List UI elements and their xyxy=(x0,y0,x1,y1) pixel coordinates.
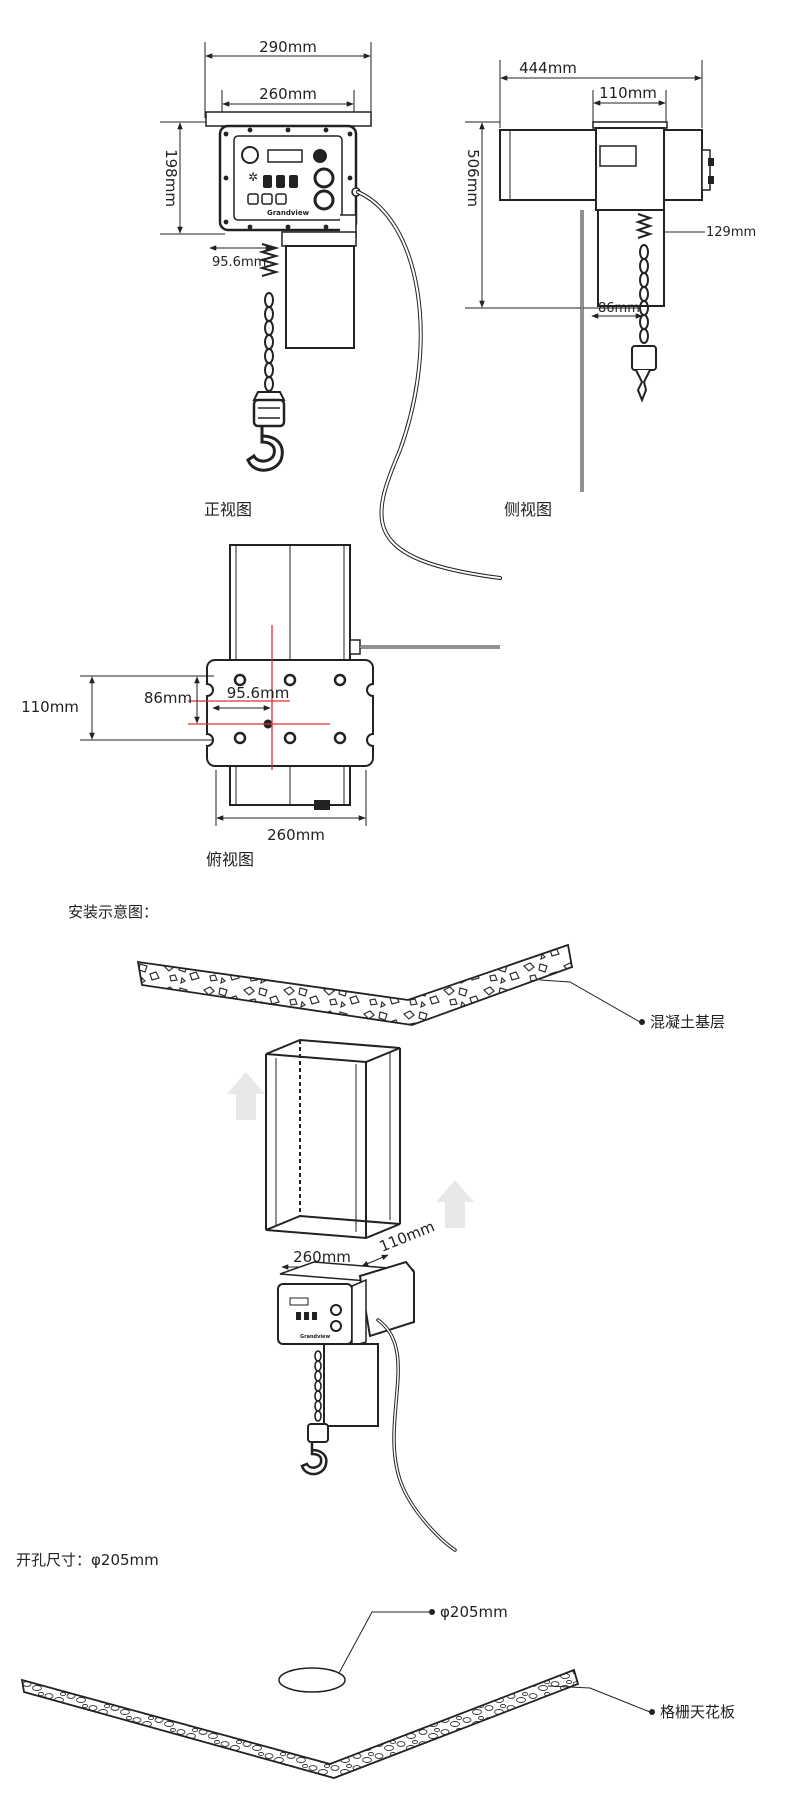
dim-top-left: 110mm xyxy=(21,698,79,716)
installation-frame xyxy=(265,1038,401,1240)
concrete-label: 混凝土基层 xyxy=(650,1013,725,1031)
dim-top-offset: 95.6mm xyxy=(227,684,290,702)
side-hook-icon xyxy=(635,369,651,403)
dim-front-offset: 95.6mm xyxy=(212,255,266,270)
grille-ceiling xyxy=(20,1668,580,1779)
brand-logo: Grandview xyxy=(267,209,310,217)
hole-label: φ205mm xyxy=(440,1603,508,1621)
install-motor xyxy=(323,1343,379,1427)
front-view-caption: 正视图 xyxy=(204,500,252,519)
dim-506: 506mm xyxy=(464,121,640,309)
dim-front-height: 198mm xyxy=(162,149,180,207)
dim-side-hook-offset: 86mm xyxy=(598,301,640,316)
up-arrow-icon xyxy=(436,1180,474,1228)
front-view: 290mm 260mm 198mm ✲ xyxy=(160,38,502,580)
motor-housing xyxy=(285,245,355,349)
ceiling-label: 格栅天花板 xyxy=(660,1703,735,1721)
cutout-section: 开孔尺寸：φ205mm φ205mm 格栅天花板 xyxy=(16,1551,735,1779)
install-hook-icon xyxy=(300,1442,328,1476)
side-view: 444mm 110mm 506mm 129mm xyxy=(464,59,756,519)
svg-text:✲: ✲ xyxy=(248,170,258,184)
dim-top-110: 110mm xyxy=(21,675,214,741)
mounting-plate xyxy=(205,111,372,127)
dim-top-inner: 86mm xyxy=(144,689,192,707)
install-dim-width: 260mm xyxy=(293,1248,351,1266)
concrete-slab xyxy=(136,943,574,1026)
dim-198: 198mm xyxy=(160,121,225,235)
cutout-hole xyxy=(278,1667,346,1693)
install-brand-logo: Grandview xyxy=(300,1334,330,1340)
dim-444: 444mm xyxy=(499,59,703,128)
top-mounting-plate xyxy=(206,659,374,767)
dim-front-outer-width: 290mm xyxy=(259,38,317,56)
cutout-title: 开孔尺寸：φ205mm xyxy=(16,1551,159,1569)
side-motor xyxy=(597,209,665,307)
dim-side-total-height: 506mm xyxy=(464,149,482,207)
install-title: 安装示意图： xyxy=(68,903,158,921)
dim-front-inner-width: 260mm xyxy=(259,85,317,103)
side-view-caption: 侧视图 xyxy=(504,500,552,519)
dim-side-plate: 110mm xyxy=(599,84,657,102)
dim-top-width: 260mm xyxy=(267,826,325,844)
dim-260: 260mm xyxy=(221,85,355,128)
hook-icon xyxy=(246,426,284,472)
dim-side-right: 129mm xyxy=(706,225,756,240)
top-view: 110mm 86mm 95.6mm 260mm 俯视图 xyxy=(21,544,500,869)
top-view-caption: 俯视图 xyxy=(206,850,254,869)
dim-290: 290mm xyxy=(204,38,372,118)
hook-block xyxy=(252,398,286,428)
up-arrow-icon xyxy=(227,1072,265,1120)
dim-side-depth: 444mm xyxy=(519,59,577,77)
installation-schematic: 安装示意图： 混凝土基层 260mm 110mm Grandview xyxy=(68,903,725,1552)
power-cable xyxy=(356,190,502,580)
